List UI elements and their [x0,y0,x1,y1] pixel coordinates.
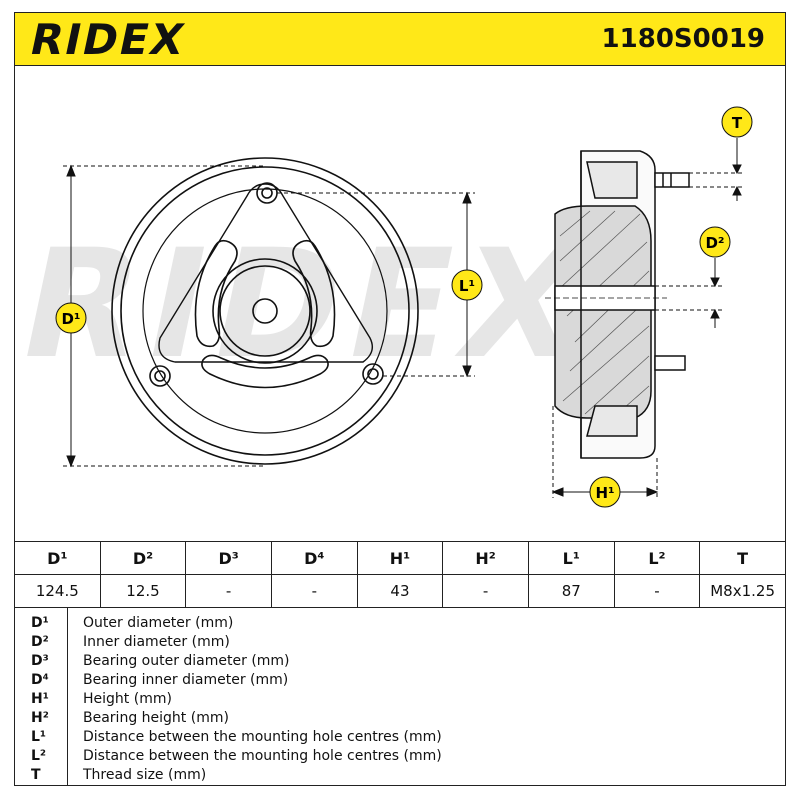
legend: D¹ Outer diameter (mm) D² Inner diameter… [14,608,786,786]
legend-item: D² Inner diameter (mm) [15,633,785,651]
d1-label: D¹ [61,310,80,328]
legend-desc: Outer diameter (mm) [83,615,234,631]
spec-table: D¹ D² D³ D⁴ H¹ H² L¹ L² T 124.5 12.5 - -… [14,541,786,608]
spec-header: H² [442,541,529,575]
h1-label: H¹ [595,484,614,502]
legend-key: T [31,767,41,783]
legend-key: H¹ [31,691,49,707]
legend-item: D¹ Outer diameter (mm) [15,614,785,632]
l1-badge [451,269,483,301]
t-badge [721,106,753,138]
legend-desc: Height (mm) [83,691,172,707]
legend-key: D⁴ [31,672,49,688]
legend-item: L² Distance between the mounting hole ce… [15,747,785,765]
legend-item: D³ Bearing outer diameter (mm) [15,652,785,670]
l1-label: L¹ [459,277,475,295]
d1-badge [55,302,87,334]
legend-item: D⁴ Bearing inner diameter (mm) [15,671,785,689]
legend-desc: Thread size (mm) [83,767,207,783]
spec-header: D¹ [14,541,101,575]
spec-value: 87 [527,574,615,608]
legend-item: H² Bearing height (mm) [15,709,785,727]
technical-drawing: RIDEX [14,66,786,541]
h1-badge [589,476,621,508]
spec-header: H¹ [356,541,444,575]
spec-header-row: D¹ D² D³ D⁴ H¹ H² L¹ L² T [14,541,786,575]
front-view [111,157,419,465]
legend-key: D³ [31,653,49,669]
legend-key: D¹ [31,615,49,631]
legend-desc: Bearing outer diameter (mm) [83,653,290,669]
legend-key: L² [31,748,47,764]
legend-item: T Thread size (mm) [15,766,785,784]
spec-value: - [442,574,529,608]
spec-header: D⁴ [270,541,358,575]
spec-header: L¹ [527,541,615,575]
legend-item: L¹ Distance between the mounting hole ce… [15,728,785,746]
spec-value: M8x1.25 [699,574,786,608]
drawing-svg: RIDEX [15,106,753,508]
spec-header: L² [613,541,701,575]
legend-key: D² [31,634,49,650]
spec-value: 124.5 [14,574,101,608]
d2-dimension [655,258,723,328]
legend-key: L¹ [31,729,47,745]
section-view [545,150,690,459]
t-label: T [732,114,743,132]
brand-logo: RIDEX [25,15,191,64]
legend-key: H² [31,710,49,726]
spec-value: - [270,574,358,608]
legend-desc: Inner diameter (mm) [83,634,230,650]
spec-value: - [613,574,701,608]
legend-item: H¹ Height (mm) [15,690,785,708]
spec-header: D³ [185,541,272,575]
legend-desc: Distance between the mounting hole centr… [83,729,442,745]
legend-desc: Distance between the mounting hole centr… [83,748,442,764]
spec-value: 12.5 [99,574,187,608]
spec-value: - [185,574,272,608]
spec-header: T [699,541,786,575]
legend-desc: Bearing height (mm) [83,710,229,726]
d2-badge [699,226,731,258]
spec-value-row: 124.5 12.5 - - 43 - 87 - M8x1.25 [14,574,786,608]
header-bar: RIDEX 1180S0019 [14,12,786,66]
spec-value: 43 [356,574,444,608]
legend-desc: Bearing inner diameter (mm) [83,672,289,688]
spec-header: D² [99,541,187,575]
t-dimension [675,138,745,201]
d2-label: D² [705,234,724,252]
legend-divider [67,608,68,785]
part-number: 1180S0019 [601,24,765,54]
